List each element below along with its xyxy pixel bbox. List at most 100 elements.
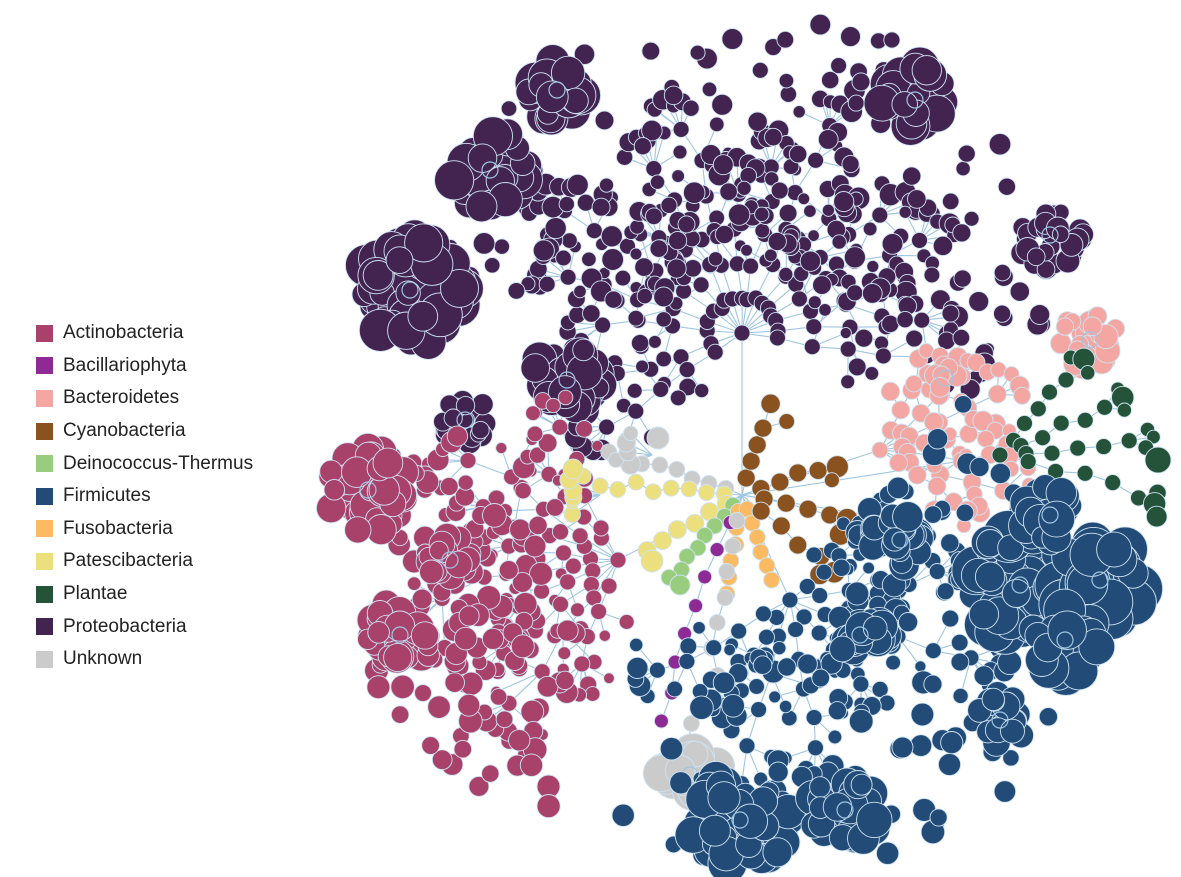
tree-node-firmicutes xyxy=(787,621,805,638)
tree-node-proteobacteria xyxy=(1026,247,1046,267)
tree-node-bacteroidetes xyxy=(889,453,908,473)
tree-node-firmicutes xyxy=(923,674,943,694)
tree-node-actinobacteria xyxy=(536,794,561,819)
tree-node-proteobacteria xyxy=(792,105,806,119)
tree-node-plantae xyxy=(1057,371,1075,389)
tree-node-proteobacteria xyxy=(742,257,760,275)
tree-node-patescibacteria xyxy=(698,484,715,501)
tree-node-patescibacteria xyxy=(640,549,664,573)
tree-node-proteobacteria xyxy=(633,137,652,156)
legend-item-fusobacteria: Fusobacteria xyxy=(36,513,253,546)
tree-node-firmicutes xyxy=(669,771,693,795)
tree-node-proteobacteria xyxy=(576,193,595,212)
tree-node-proteobacteria xyxy=(881,314,900,334)
tree-node-proteobacteria xyxy=(740,243,753,257)
tree-node-proteobacteria xyxy=(905,329,924,348)
tree-node-proteobacteria xyxy=(831,234,847,250)
tree-node-proteobacteria xyxy=(635,359,650,374)
tree-node-cyanobacteria xyxy=(798,499,818,519)
tree-node-proteobacteria xyxy=(634,257,654,277)
tree-node-proteobacteria xyxy=(682,99,700,117)
tree-node-actinobacteria xyxy=(529,561,553,586)
tree-node-proteobacteria xyxy=(594,110,615,131)
legend-label-bacillariophyta: Bacillariophyta xyxy=(63,354,187,376)
tree-node-firmicutes xyxy=(827,701,847,721)
tree-node-plantae xyxy=(1096,398,1114,416)
tree-node-bacteroidetes xyxy=(1055,317,1075,336)
tree-node-cyanobacteria xyxy=(808,461,828,480)
tree-node-firmicutes xyxy=(698,814,731,847)
tree-node-proteobacteria xyxy=(817,129,839,150)
tree-node-firmicutes xyxy=(781,591,799,609)
tree-node-proteobacteria xyxy=(812,275,832,295)
tree-node-proteobacteria xyxy=(585,222,603,240)
tree-node-actinobacteria xyxy=(444,550,473,579)
tree-node-firmicutes xyxy=(953,395,973,414)
tree-node-actinobacteria xyxy=(528,515,548,536)
tree-node-firmicutes xyxy=(712,671,736,694)
tree-node-actinobacteria xyxy=(509,518,532,541)
tree-node-proteobacteria xyxy=(937,331,956,350)
tree-node-proteobacteria xyxy=(594,316,612,334)
tree-node-bacillariophyta xyxy=(697,569,713,585)
legend-label-unknown: Unknown xyxy=(63,648,143,670)
tree-node-actinobacteria xyxy=(556,619,579,642)
tree-node-proteobacteria xyxy=(600,225,623,248)
tree-node-firmicutes xyxy=(891,736,914,759)
tree-node-firmicutes xyxy=(707,781,741,815)
tree-node-actinobacteria xyxy=(431,749,453,771)
tree-node-proteobacteria xyxy=(803,338,821,356)
tree-node-actinobacteria xyxy=(570,602,585,618)
tree-node-actinobacteria xyxy=(519,753,544,777)
tree-node-proteobacteria xyxy=(821,70,840,90)
tree-node-actinobacteria xyxy=(557,389,574,406)
legend-label-actinobacteria: Actinobacteria xyxy=(63,322,184,344)
tree-node-firmicutes xyxy=(993,780,1017,803)
tree-node-actinobacteria xyxy=(555,670,575,691)
tree-node-actinobacteria xyxy=(523,534,547,558)
cluster-root-ring xyxy=(906,91,924,109)
tree-node-plantae xyxy=(1104,474,1122,492)
cluster-root-ring xyxy=(836,801,854,819)
tree-node-proteobacteria xyxy=(707,251,724,267)
tree-node-proteobacteria xyxy=(763,248,778,263)
tree-node-firmicutes xyxy=(778,699,793,714)
tree-node-actinobacteria xyxy=(444,672,465,693)
tree-node-proteobacteria xyxy=(434,160,475,201)
tree-node-proteobacteria xyxy=(747,111,768,132)
tree-node-proteobacteria xyxy=(846,284,864,302)
tree-node-firmicutes xyxy=(875,841,900,865)
tree-node-firmicutes xyxy=(862,615,888,641)
tree-node-proteobacteria xyxy=(988,132,1012,156)
cluster-root-ring xyxy=(1091,571,1109,589)
tree-node-actinobacteria xyxy=(439,476,459,496)
tree-node-proteobacteria xyxy=(666,258,687,279)
tree-node-actinobacteria xyxy=(528,446,547,464)
tree-node-proteobacteria xyxy=(471,420,490,440)
tree-node-proteobacteria xyxy=(955,160,971,177)
tree-node-firmicutes xyxy=(807,739,824,757)
tree-node-proteobacteria xyxy=(645,160,663,178)
legend: Actinobacteria Bacillariophyta Bacteroid… xyxy=(36,317,253,676)
tree-node-proteobacteria xyxy=(997,177,1017,196)
tree-node-actinobacteria xyxy=(406,576,422,591)
tree-node-firmicutes xyxy=(767,761,789,783)
tree-node-firmicutes xyxy=(692,621,706,635)
tree-node-actinobacteria xyxy=(453,626,478,651)
tree-node-fusobacteria xyxy=(763,571,781,589)
tree-node-proteobacteria xyxy=(866,259,880,273)
tree-node-actinobacteria xyxy=(411,588,433,610)
tree-node-proteobacteria xyxy=(952,223,972,243)
legend-label-cyanobacteria: Cyanobacteria xyxy=(63,420,186,442)
tree-node-proteobacteria xyxy=(652,380,670,398)
tree-node-firmicutes xyxy=(955,503,975,523)
tree-node-proteobacteria xyxy=(649,174,666,190)
tree-node-firmicutes xyxy=(950,633,969,652)
tree-node-proteobacteria xyxy=(881,233,904,255)
tree-node-patescibacteria xyxy=(653,531,672,551)
tree-node-firmicutes xyxy=(689,695,714,720)
tree-node-firmicutes xyxy=(815,563,833,581)
tree-node-actinobacteria xyxy=(600,577,618,595)
tree-node-proteobacteria xyxy=(582,304,601,323)
tree-node-proteobacteria xyxy=(847,357,867,377)
